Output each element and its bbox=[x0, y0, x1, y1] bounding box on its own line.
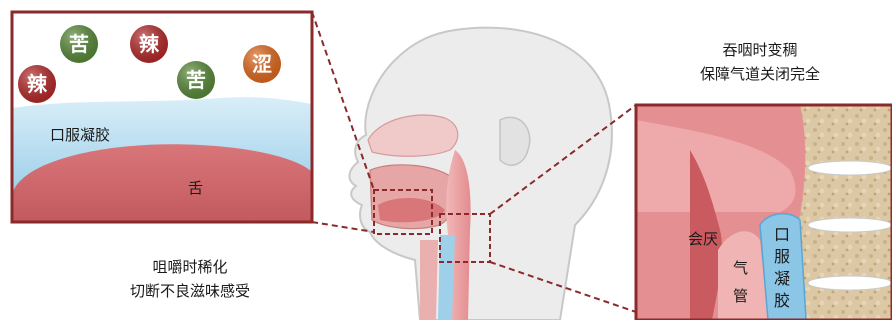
gel-label-right-char: 凝 bbox=[774, 269, 790, 288]
swallow-caption-line1: 吞咽时变稠 bbox=[660, 38, 860, 62]
epiglottis-label: 会厌 bbox=[688, 230, 718, 248]
swallow-caption-line2: 保障气道关闭完全 bbox=[660, 62, 860, 86]
taste-ball: 苦 bbox=[177, 61, 215, 99]
taste-ball-label: 辣 bbox=[27, 72, 48, 96]
trachea-label-char-2: 管 bbox=[733, 287, 748, 305]
taste-ball: 涩 bbox=[243, 45, 281, 83]
right-inset bbox=[636, 105, 892, 320]
head-illustration bbox=[349, 28, 611, 320]
swallow-caption: 吞咽时变稠 保障气道关闭完全 bbox=[660, 38, 860, 86]
ear bbox=[500, 117, 530, 165]
tongue-label: 舌 bbox=[188, 179, 203, 197]
trachea-label-char-1: 气 bbox=[733, 259, 748, 277]
gel-label-right-char: 胶 bbox=[774, 291, 790, 310]
gel-label-left: 口服凝胶 bbox=[50, 126, 110, 144]
taste-ball: 苦 bbox=[60, 25, 98, 63]
taste-ball-label: 苦 bbox=[69, 32, 89, 56]
taste-ball-label: 辣 bbox=[139, 32, 160, 56]
chewing-caption-line2: 切断不良滋味感受 bbox=[70, 279, 310, 303]
taste-ball: 辣 bbox=[18, 65, 56, 103]
chewing-caption-line1: 咀嚼时稀化 bbox=[70, 255, 310, 279]
trachea-small bbox=[420, 240, 438, 320]
gel-label-right-char: 口 bbox=[774, 225, 790, 244]
taste-ball-label: 苦 bbox=[186, 68, 206, 92]
chewing-caption: 咀嚼时稀化 切断不良滋味感受 bbox=[70, 255, 310, 303]
gel-label-right-char: 服 bbox=[774, 247, 790, 266]
taste-ball-label: 涩 bbox=[252, 52, 272, 76]
taste-ball: 辣 bbox=[130, 25, 168, 63]
